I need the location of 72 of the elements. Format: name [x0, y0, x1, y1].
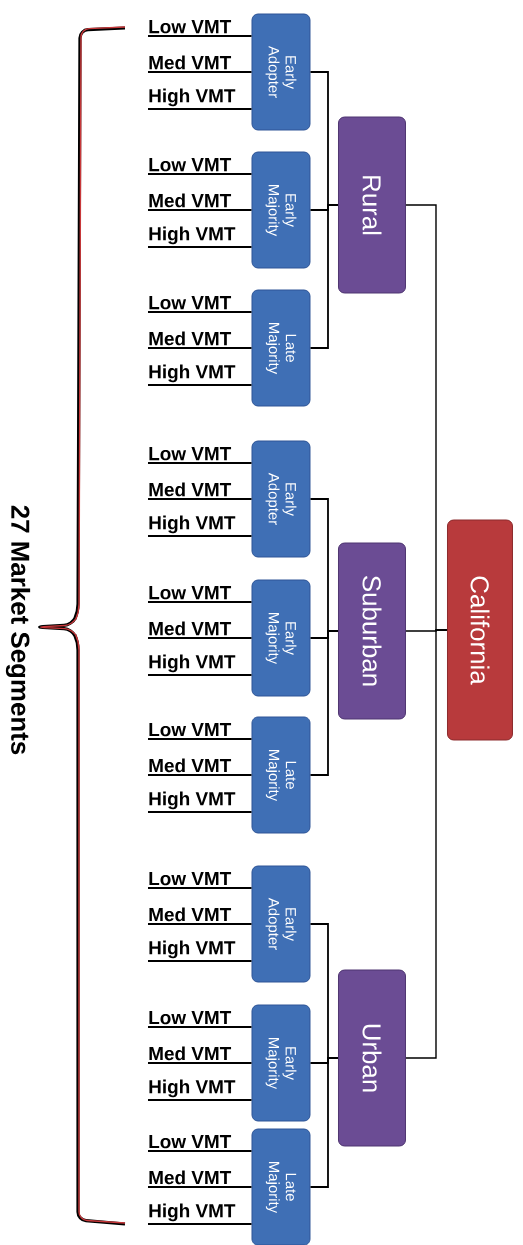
segment-label: Low VMT: [149, 586, 232, 600]
segment-label: Low VMT: [149, 296, 232, 310]
segment-label: High VMT: [149, 515, 236, 534]
connector-line: [405, 629, 448, 1059]
connector-line: [147, 887, 253, 889]
segment-label: Med VMT: [149, 55, 232, 70]
segment-label: Low VMT: [149, 1135, 232, 1149]
segment-label: Med VMT: [149, 1170, 232, 1185]
connector-line: [309, 1057, 339, 1188]
connector-line: [147, 108, 253, 110]
connector-line: [147, 1223, 253, 1225]
connector-line: [147, 637, 253, 639]
segment-box: Early Adopter: [251, 440, 311, 558]
segment-box: Early Majority: [251, 579, 311, 697]
axis-label: 27 Market Segments: [5, 505, 31, 755]
segment-label: High VMT: [149, 654, 236, 673]
connector-line: [147, 601, 253, 603]
connector-line: [147, 774, 253, 776]
connector-line: [147, 498, 253, 500]
connector-line: [147, 384, 253, 386]
segment-box: Early Adopter: [251, 865, 311, 983]
connector-line: [147, 1186, 253, 1188]
segment-label: Med VMT: [149, 907, 232, 922]
segment-box: Late Majority: [251, 716, 311, 834]
connector-line: [147, 960, 253, 962]
segment-label: High VMT: [149, 940, 236, 959]
connector-line: [147, 209, 253, 211]
segment-label: Med VMT: [149, 482, 232, 497]
segment-label: High VMT: [149, 226, 236, 245]
segment-label: High VMT: [149, 791, 236, 810]
connector-line: [309, 630, 339, 776]
region-box: Urban: [338, 969, 406, 1147]
connector-line: [147, 811, 253, 813]
connector-line: [309, 204, 339, 349]
connector-line: [147, 246, 253, 248]
connector-line: [147, 347, 253, 349]
segment-label: High VMT: [149, 364, 236, 383]
segment-label: Med VMT: [149, 621, 232, 636]
connector-line: [147, 923, 253, 925]
root-box: California: [447, 519, 513, 741]
connector-line: [147, 1062, 253, 1064]
segment-label: Low VMT: [149, 20, 232, 34]
connector-line: [147, 462, 253, 464]
connector-line: [147, 738, 253, 740]
segment-label: Low VMT: [149, 1011, 232, 1025]
region-box: Rural: [338, 116, 406, 294]
connector-line: [147, 535, 253, 537]
segment-label: Low VMT: [149, 723, 232, 737]
segment-box: Early Majority: [251, 1004, 311, 1122]
segment-label: High VMT: [149, 1079, 236, 1098]
segment-label: Low VMT: [149, 872, 232, 886]
connector-line: [147, 173, 253, 175]
connector-line: [147, 35, 253, 37]
segment-label: High VMT: [149, 1203, 236, 1222]
connector-line: [147, 71, 253, 73]
segment-label: Low VMT: [149, 447, 232, 461]
segment-box: Early Adopter: [251, 13, 311, 131]
region-box: Suburban: [338, 542, 406, 720]
segment-label: High VMT: [149, 88, 236, 107]
segment-box: Early Majority: [251, 151, 311, 269]
connector-line: [147, 1150, 253, 1152]
segment-label: Med VMT: [149, 758, 232, 773]
segment-label: Med VMT: [149, 1046, 232, 1061]
connector-line: [147, 1026, 253, 1028]
connector-line: [147, 311, 253, 313]
connector-line: [147, 674, 253, 676]
segment-box: Late Majority: [251, 289, 311, 407]
segment-label: Low VMT: [149, 158, 232, 172]
segment-label: Med VMT: [149, 193, 232, 208]
segment-box: Late Majority: [251, 1128, 311, 1245]
segment-label: Med VMT: [149, 331, 232, 346]
connector-line: [147, 1099, 253, 1101]
